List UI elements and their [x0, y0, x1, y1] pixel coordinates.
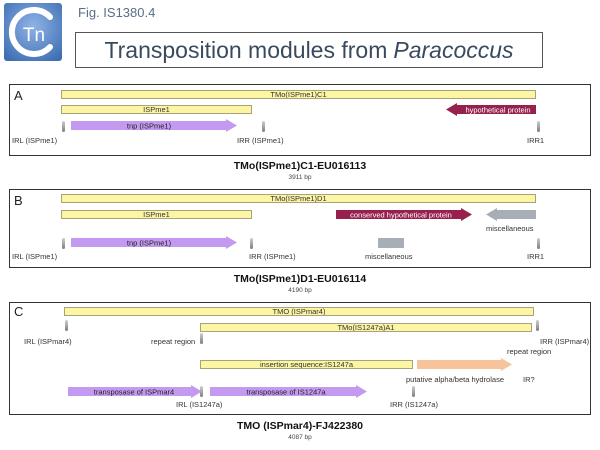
- irr-label: IRR (ISPme1): [249, 252, 296, 261]
- tnp-ispme1-arrow: tnp (ISPme1): [71, 236, 237, 249]
- tnp-label: tnp (ISPme1): [127, 239, 172, 248]
- repeat-region-marker: [200, 333, 203, 344]
- transposase-is1247a-label: transposase of IS1247a: [246, 388, 326, 397]
- irl-label: IRL (ISPme1): [12, 136, 58, 145]
- logo-text: Tn: [23, 25, 45, 46]
- misc-box: [378, 238, 404, 248]
- tmo-c1-bar: TMo(ISPme1)C1: [61, 90, 536, 99]
- tnp-ispme1-arrow: tnp (ISPme1): [71, 119, 237, 132]
- bp-a: 3911 bp: [288, 174, 312, 181]
- conserved-hypothetical-arrow: conserved hypothetical protein: [336, 208, 472, 221]
- bp-b: 4190 bp: [288, 287, 312, 294]
- insertion-sequence-bar: insertion sequence:IS1247a: [200, 360, 413, 369]
- irl-1247-marker: [200, 386, 203, 397]
- ispme1-bar: ISPme1: [61, 210, 252, 219]
- logo-graphic: Tn: [4, 3, 62, 61]
- misc-arrow: [486, 208, 536, 221]
- panel-label-b: B: [14, 193, 23, 208]
- repeat-region-label-1: repeat region: [151, 337, 196, 346]
- tmo-is1247a-bar: TMo(IS1247a)A1: [200, 323, 532, 332]
- transposase-ispmar4-arrow: transposase of ISPmar4: [68, 385, 202, 398]
- irl-1247-label: IRL (IS1247a): [176, 400, 223, 409]
- panel-c: C TMO (ISPmar4) TMo(IS1247a)A1 IRL (ISPm…: [9, 302, 591, 415]
- panel-b: B TMo(ISPme1)D1 ISPme1 conserved hypothe…: [9, 189, 591, 268]
- irr1-label: IRR1: [527, 252, 545, 261]
- title-main: Transposition modules from: [104, 36, 388, 63]
- panel-label-a: A: [14, 88, 23, 103]
- irl-mar4-marker: [65, 320, 68, 331]
- transposase-is1247a-arrow: transposase of IS1247a: [210, 385, 367, 398]
- irr1-marker: [537, 121, 540, 132]
- panel-a: A TMo(ISPme1)C1 ISPme1 hypothetical prot…: [9, 84, 591, 156]
- bp-c: 4087 bp: [288, 434, 312, 441]
- irr1-label: IRR1: [527, 136, 545, 145]
- irr-marker: [262, 121, 265, 132]
- irr1-marker: [537, 238, 540, 249]
- panel-label-c: C: [14, 304, 24, 319]
- irl-marker: [62, 121, 65, 132]
- transposase-ispmar4-label: transposase of ISPmar4: [94, 388, 174, 397]
- hypothetical-protein-label: hypothetical protein: [465, 106, 530, 115]
- irl-marker: [62, 238, 65, 249]
- conserved-hypothetical-label: conserved hypothetical protein: [350, 211, 452, 220]
- misc-top-label: miscellaneous: [486, 224, 534, 233]
- page-title: Transposition modules from Paracoccus: [75, 32, 543, 68]
- tn-logo: Tn: [4, 3, 62, 61]
- misc-mid-label: miscellaneous: [365, 252, 413, 261]
- ispme1-bar: ISPme1: [61, 105, 252, 114]
- hydrolase-label: putative alpha/beta hydrolase: [406, 375, 504, 384]
- ir-question-label: IR?: [523, 375, 535, 384]
- hypothetical-protein-arrow: hypothetical protein: [446, 103, 536, 116]
- figure-label: Fig. IS1380.4: [78, 5, 156, 20]
- tnp-label: tnp (ISPme1): [127, 122, 172, 131]
- tmo-d1-bar: TMo(ISPme1)D1: [61, 194, 536, 203]
- caption-b: TMo(ISPme1)D1-EU016114: [233, 273, 367, 285]
- irr-marker: [250, 238, 253, 249]
- irl-label: IRL (ISPme1): [12, 252, 58, 261]
- irl-mar4-label: IRL (ISPmar4): [24, 337, 72, 346]
- caption-a: TMo(ISPme1)C1-EU016113: [233, 160, 367, 172]
- caption-c: TMO (ISPmar4)-FJ422380: [236, 420, 364, 432]
- title-genus: Paracoccus: [393, 36, 514, 63]
- irr-mar4-label: IRR (ISPmar4): [540, 337, 590, 346]
- repeat-region-label-2: repeat region: [507, 347, 552, 356]
- hydrolase-arrow: [417, 358, 512, 371]
- irr-label: IRR (ISPme1): [237, 136, 284, 145]
- irr-mar4-marker: [536, 320, 539, 331]
- tmo-ispmar4-bar: TMO (ISPmar4): [64, 307, 534, 316]
- irr-1247-label: IRR (IS1247a): [390, 400, 438, 409]
- irr-1247-marker: [412, 386, 415, 397]
